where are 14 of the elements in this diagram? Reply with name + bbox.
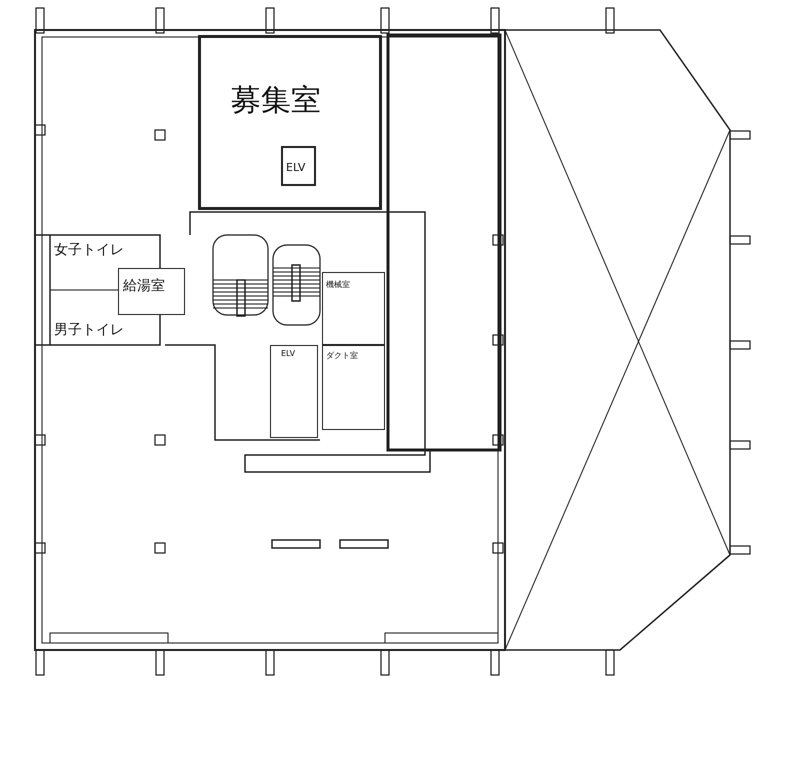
room: [118, 268, 185, 315]
room-label: 男子トイレ: [54, 323, 124, 337]
room-label: 機械室: [326, 281, 350, 289]
room-label: ELV: [281, 350, 296, 358]
room: [322, 345, 385, 430]
elevator-shaft: [270, 345, 318, 438]
elevator-shaft: [281, 146, 316, 186]
room: [322, 272, 385, 345]
room-label: ELV: [286, 162, 306, 173]
room-label: 給湯室: [123, 279, 165, 293]
room-label: 女子トイレ: [54, 243, 124, 257]
room: [198, 35, 382, 210]
room-label: ダクト室: [326, 352, 358, 360]
room-label: 募集室: [231, 86, 321, 116]
